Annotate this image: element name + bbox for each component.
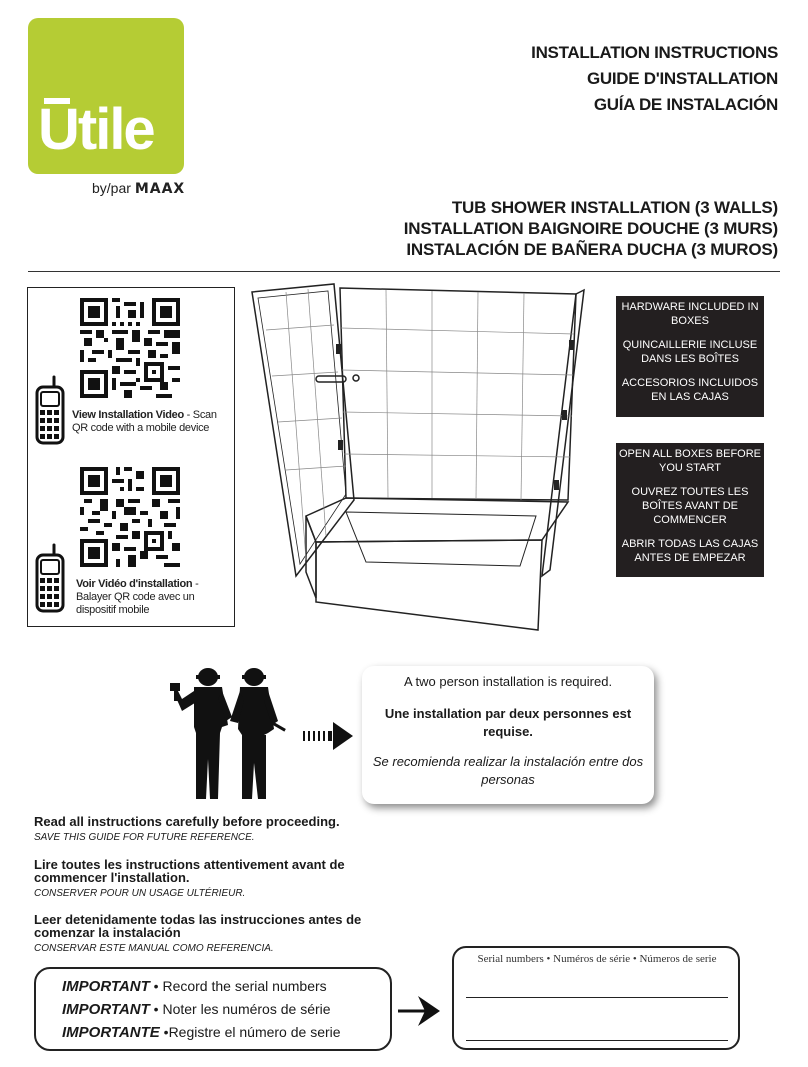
title-en: INSTALLATION INSTRUCTIONS (531, 43, 778, 62)
document-title: INSTALLATION INSTRUCTIONS GUIDE D'INSTAL… (531, 40, 778, 118)
title-fr: GUIDE D'INSTALLATION (586, 69, 778, 88)
byline-brand: MAAX (134, 181, 186, 197)
hardware-notice-es: ACCESORIOS INCLUIDOS EN LAS CAJAS (621, 377, 759, 403)
important-text: • Record the serial numbers (149, 978, 327, 994)
important-text: • Noter les numéros de série (149, 1001, 331, 1017)
document-subtitle: TUB SHOWER INSTALLATION (3 WALLS) INSTAL… (404, 197, 778, 260)
subtitle-en: TUB SHOWER INSTALLATION (3 WALLS) (451, 198, 778, 217)
mobile-phone-icon (35, 375, 65, 445)
instruction-fr-main: Lire toutes les instructions attentiveme… (34, 857, 345, 885)
open-boxes-fr: OUVREZ TOUTES LES BOÎTES AVANT DE COMMEN… (631, 486, 749, 526)
qr-caption-fr-title: Voir Vidéo d'installation (76, 578, 193, 590)
instruction-en-sub: SAVE THIS GUIDE FOR FUTURE REFERENCE. (34, 832, 255, 843)
callout-es: Se recomienda realizar la instalación en… (372, 754, 644, 787)
hardware-included-notice: HARDWARE INCLUDED IN BOXES QUINCAILLERIE… (616, 296, 764, 417)
important-text: •Registre el número de serie (159, 1024, 341, 1040)
subtitle-fr: INSTALLATION BAIGNOIRE DOUCHE (3 MURS) (403, 219, 778, 238)
hardware-notice-fr: QUINCAILLERIE INCLUSE DANS LES BOÎTES (622, 339, 758, 365)
important-line-en: IMPORTANT • Record the serial numbers (62, 978, 327, 995)
byline-prefix: by/par (92, 180, 131, 196)
brand-byline: by/par MAAX (92, 180, 185, 197)
serial-number-field[interactable] (466, 997, 728, 998)
instruction-es-main: Leer detenidamente todas las instruccion… (34, 912, 362, 940)
mobile-phone-icon (35, 543, 65, 613)
important-keyword: IMPORTANT (62, 1001, 150, 1018)
open-boxes-en: OPEN ALL BOXES BEFORE YOU START (618, 448, 762, 474)
logo-wordmark: Utile (38, 97, 156, 162)
arrow-right-icon (303, 722, 353, 750)
instruction-fr: Lire toutes les instructions attentiveme… (34, 858, 414, 899)
title-es: GUÍA DE INSTALACIÓN (593, 95, 778, 114)
important-keyword: IMPORTANTE (62, 1024, 160, 1041)
header-divider (28, 271, 780, 272)
instruction-en: Read all instructions carefully before p… (34, 815, 414, 843)
important-line-fr: IMPORTANT • Noter les numéros de série (62, 1001, 331, 1018)
instruction-fr-sub: CONSERVER POUR UN USAGE ULTÉRIEUR. (34, 888, 246, 899)
important-notice-box (34, 967, 392, 1051)
serial-number-label: Serial numbers • Numéros de série • Núme… (477, 953, 717, 965)
two-person-callout: A two person installation is required. U… (362, 666, 654, 804)
callout-fr: Une installation par deux personnes est … (384, 706, 632, 739)
open-boxes-notice: OPEN ALL BOXES BEFORE YOU START OUVREZ T… (616, 443, 764, 577)
subtitle-es: INSTALACIÓN DE BAÑERA DUCHA (3 MUROS) (406, 240, 778, 259)
arrow-right-icon (398, 996, 440, 1026)
qr-caption-fr-text: - Balayer QR code avec un dispositif mob… (76, 578, 199, 616)
qr-code-video-fr[interactable] (80, 467, 180, 567)
qr-caption-fr: Voir Vidéo d'installation - Balayer QR c… (76, 578, 234, 617)
tub-shower-illustration (251, 283, 585, 631)
qr-caption-en-text: - Scan QR code with a mobile device (72, 409, 217, 434)
serial-number-box (452, 946, 740, 1050)
logo-accent-bar (44, 98, 70, 104)
two-workers-illustration (170, 668, 286, 799)
callout-en: A two person installation is required. (403, 674, 613, 689)
important-line-es: IMPORTANTE •Registre el número de serie (62, 1024, 341, 1041)
qr-caption-en-title: View Installation Video (72, 409, 184, 421)
qr-code-video-en[interactable] (80, 298, 180, 398)
hardware-notice-en: HARDWARE INCLUDED IN BOXES (621, 301, 759, 327)
serial-number-field[interactable] (466, 1040, 728, 1041)
important-keyword: IMPORTANT (62, 978, 150, 995)
instruction-en-main: Read all instructions carefully before p… (34, 814, 340, 829)
qr-caption-en: View Installation Video - Scan QR code w… (72, 409, 232, 435)
instruction-es-sub: CONSERVAR ESTE MANUAL COMO REFERENCIA. (34, 943, 274, 954)
open-boxes-es: ABRIR TODAS LAS CAJAS ANTES DE EMPEZAR (621, 538, 759, 564)
qr-panel (27, 287, 235, 627)
instruction-es: Leer detenidamente todas las instruccion… (34, 913, 414, 954)
brand-logo (28, 18, 184, 174)
